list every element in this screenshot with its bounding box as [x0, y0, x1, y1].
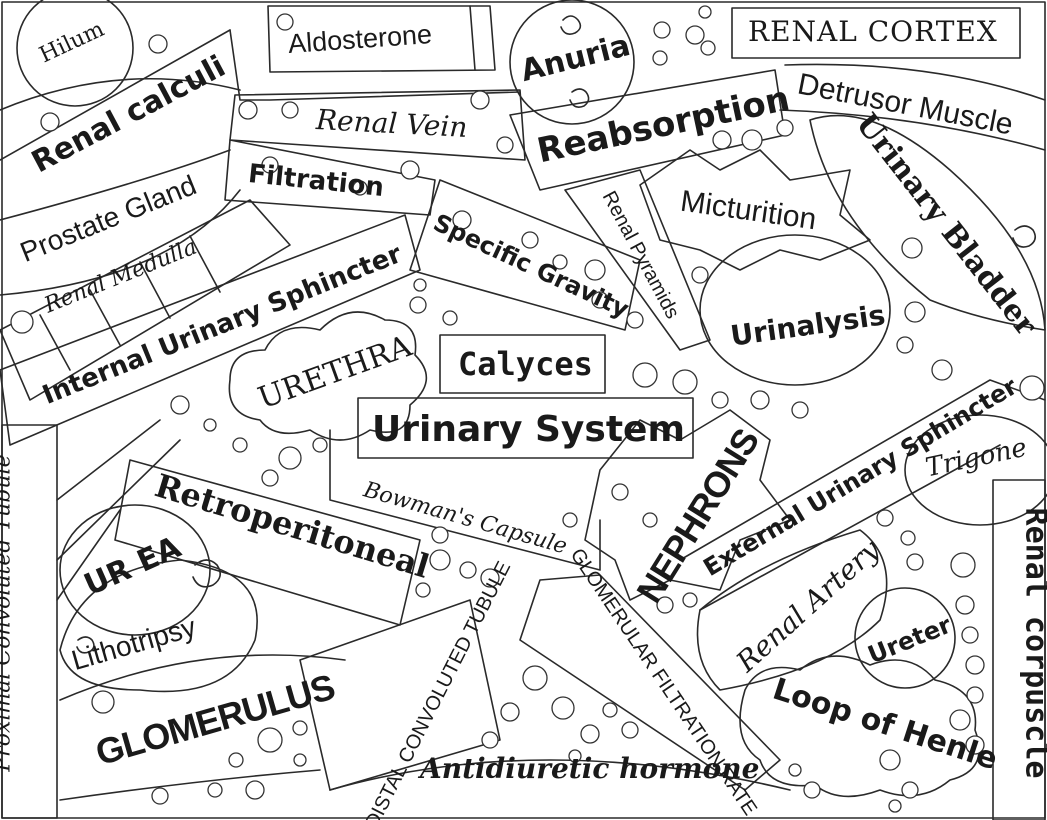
detrusor-band-top [784, 63, 1046, 101]
filtration-banner [224, 139, 436, 216]
bladder-swirl [1012, 225, 1037, 248]
lithotripsy-swirl [76, 636, 95, 654]
renal-artery-bubble [696, 529, 888, 691]
urinary-bladder-shape [809, 114, 1046, 331]
renal-cortex-box [731, 7, 1021, 59]
micturition-burst [639, 149, 871, 271]
term-renal-cortex: RENAL CORTEX [748, 15, 998, 48]
urea-bubble [59, 504, 211, 636]
renal-vein-banner [229, 89, 526, 161]
bowmans-region [329, 429, 601, 571]
renal-medulla-band [0, 199, 291, 401]
hilum-bubble [16, 0, 134, 107]
gfr-banner [519, 574, 781, 791]
loop-of-henle-cloud [739, 655, 980, 798]
prostate-bottom [0, 189, 241, 296]
prostate-top [0, 149, 231, 221]
urinalysis-bubble [699, 234, 891, 386]
trigone-bubble [904, 414, 1047, 526]
distal-banner [299, 599, 501, 791]
specific-gravity-banner [409, 179, 641, 331]
ureter-bubble [854, 587, 956, 689]
internal-sphincter-banner [0, 214, 421, 446]
term-renal-vein: Renal Vein [315, 103, 469, 144]
calculi-band-top [0, 77, 241, 111]
anuria-bubble [509, 0, 635, 125]
external-sphincter-bottom [699, 444, 1001, 611]
term-renal-corpuscle: Renal corpuscle [1018, 507, 1047, 779]
calyces-box [439, 334, 606, 394]
aldosterone-stripe [469, 5, 476, 71]
nephrons-burst [584, 409, 791, 601]
glomerulus-curve-top [59, 654, 346, 701]
urea-swirl [192, 559, 221, 588]
detrusor-band-bottom [779, 109, 1046, 151]
urethra-cloud [228, 311, 428, 441]
lithotripsy-bubble [59, 559, 258, 693]
aldosterone-banner [267, 5, 496, 73]
proximal-strip [1, 424, 58, 819]
term-antidiuretic-hormone: Antidiuretic hormone [420, 752, 760, 785]
term-proximal-convoluted-tubule: Proximal Convoluted Tubule [0, 454, 16, 772]
antidiuretic-curve [329, 759, 791, 791]
anuria-swirl-2 [569, 88, 590, 108]
decorative-bubbles [10, 5, 1045, 813]
urinary-system-box [357, 397, 694, 459]
term-urinary-system: Urinary System [372, 409, 685, 450]
term-calyces: Calyces [458, 345, 593, 383]
anuria-swirl [560, 15, 582, 35]
renal-pyramids-strip [564, 169, 711, 351]
renal-corpuscle-strip [992, 479, 1046, 820]
